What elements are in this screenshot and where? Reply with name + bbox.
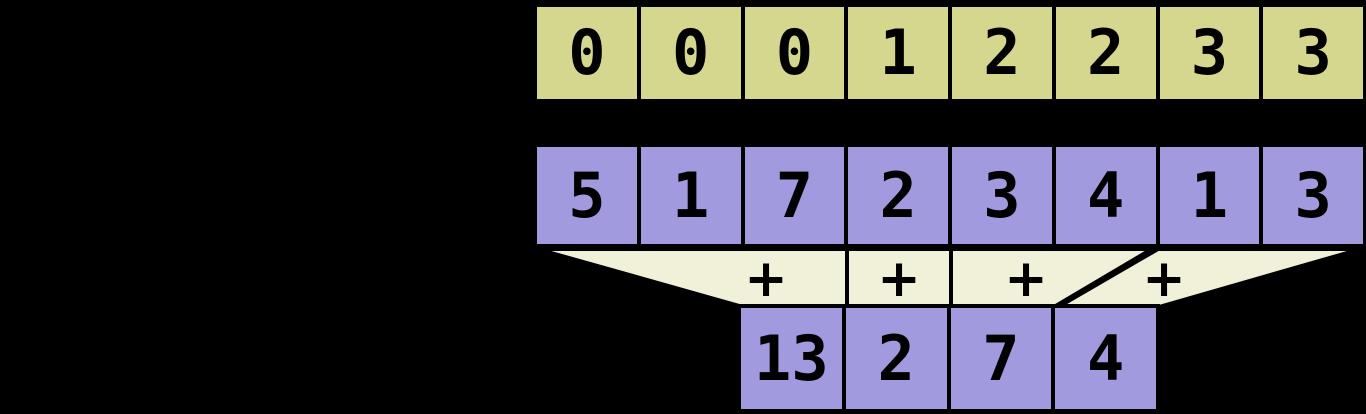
key-cell: 3 xyxy=(1263,7,1363,99)
plus-operator-icon: + xyxy=(1004,249,1048,309)
plus-operator-icon: + xyxy=(744,249,788,309)
key-cell: 3 xyxy=(1159,7,1260,99)
values-row: 5 1 7 2 3 4 1 3 xyxy=(533,143,1366,248)
value-cell: 2 xyxy=(848,147,948,244)
keys-row: 0 0 0 1 2 2 3 3 xyxy=(533,3,1366,103)
key-cell: 0 xyxy=(744,7,845,99)
sum-funnel-shape xyxy=(949,247,1160,309)
plus-operator-icon: + xyxy=(1142,249,1186,309)
value-cell: 7 xyxy=(744,147,845,244)
value-cell: 1 xyxy=(1159,147,1260,244)
value-cell: 4 xyxy=(1055,147,1156,244)
value-cell: 5 xyxy=(537,147,637,244)
value-cell: 3 xyxy=(952,147,1052,244)
value-cell: 3 xyxy=(1263,147,1363,244)
key-cell: 2 xyxy=(1055,7,1156,99)
sum-funnel-shape xyxy=(1050,247,1362,309)
key-cell: 0 xyxy=(640,7,741,99)
key-cell: 0 xyxy=(537,7,637,99)
key-cell: 2 xyxy=(952,7,1052,99)
sum-cell: 7 xyxy=(950,308,1052,409)
sums-row: 13 2 7 4 xyxy=(737,304,1160,413)
key-cell: 1 xyxy=(848,7,948,99)
sum-cell: 13 xyxy=(741,308,842,409)
value-cell: 1 xyxy=(640,147,741,244)
plus-operator-icon: + xyxy=(877,249,921,309)
sum-cell: 2 xyxy=(845,308,947,409)
sum-funnel-shape xyxy=(845,247,953,309)
sum-cell: 4 xyxy=(1055,308,1156,409)
sum-funnel-shape xyxy=(536,247,849,309)
